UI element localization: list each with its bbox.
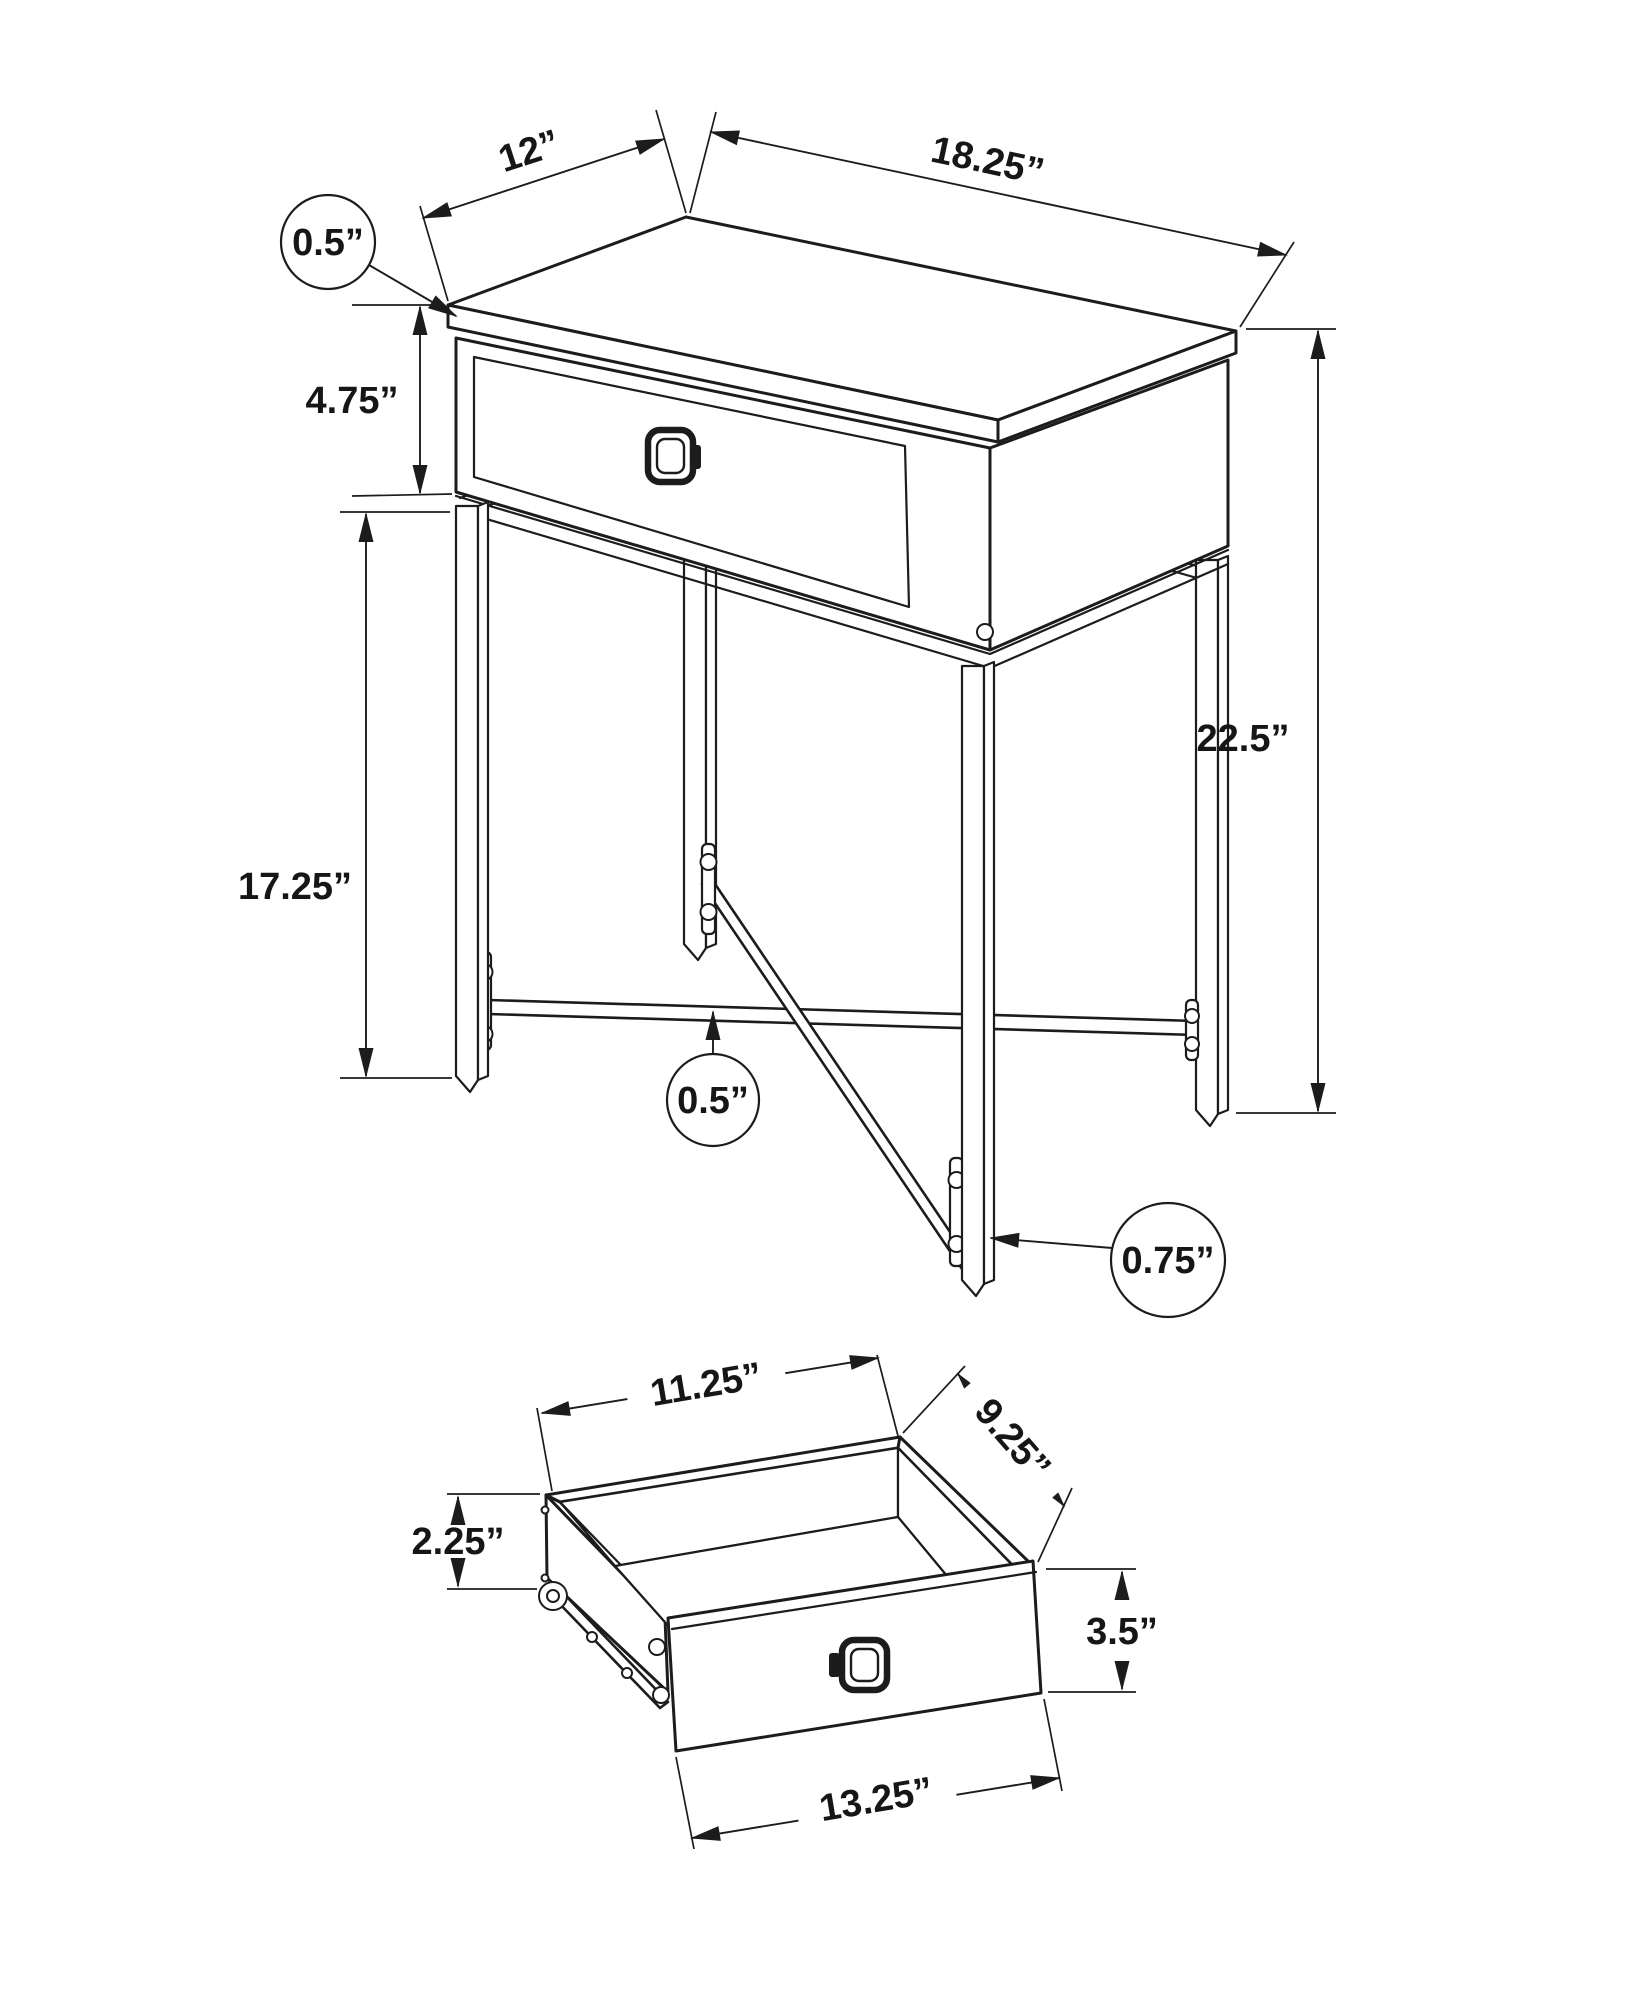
frame-front-rail <box>454 494 992 670</box>
wall-hole <box>540 1505 550 1515</box>
rail-hole <box>621 1667 633 1679</box>
screw-icon <box>699 853 718 871</box>
leg-front-right <box>960 664 986 1298</box>
dim-label-drawer-inner-width: 11.25” <box>647 1355 764 1415</box>
drawer-front-panel <box>472 355 911 609</box>
drawer-detail-view: 11.25” 9.25” 2.25” 3.5” <box>412 1349 1158 1850</box>
dim-drawer-side-height: 2.25” <box>412 1493 540 1590</box>
dim-label-leg-height: 17.25” <box>238 866 352 908</box>
leg-front-right-side <box>982 660 996 1286</box>
dim-table-top-thickness: 0.5” <box>279 193 458 318</box>
dim-label-leg-thickness: 0.75” <box>1122 1240 1215 1282</box>
dim-overall-height: 22.5” <box>1197 328 1336 1114</box>
screw-icon <box>1184 1036 1200 1052</box>
stretcher-flat-tube <box>486 998 1198 1037</box>
dim-cabinet-height: 4.75” <box>306 304 453 497</box>
dim-leg-height: 17.25” <box>238 511 452 1079</box>
cabinet-right-face <box>988 358 1230 652</box>
frame-right-rail <box>988 548 1230 670</box>
drawer-front-panel-top-edge <box>670 1570 1038 1631</box>
dim-label-overall-height: 22.5” <box>1197 718 1290 760</box>
screw-icon <box>699 903 718 921</box>
rail-screw-icon <box>546 1589 560 1603</box>
dim-label-drawer-front-width: 13.25” <box>816 1770 935 1830</box>
panel-hole <box>648 1638 666 1656</box>
panel-hole <box>652 1686 670 1704</box>
screw-icon <box>976 623 994 641</box>
dim-stretcher-thickness: 0.5” <box>665 1010 761 1148</box>
dim-label-table-width: 18.25” <box>927 129 1047 194</box>
rail-hole <box>586 1631 598 1643</box>
dim-label-stretcher-thickness: 0.5” <box>677 1080 749 1122</box>
dim-label-cabinet-height: 4.75” <box>306 380 399 422</box>
drawer-handle-icon <box>644 426 701 486</box>
dim-drawer-front-height: 3.5” <box>1046 1568 1158 1693</box>
table-top-right-edge <box>996 329 1238 444</box>
leg-back-right-side <box>1216 554 1230 1116</box>
dim-label-top-thickness: 0.5” <box>292 222 364 264</box>
leg-front-left <box>454 504 480 1094</box>
wall-hole <box>540 1573 550 1583</box>
table-assembled-view: 12” 18.25” 0.5” 4.75” 17.25” <box>238 109 1336 1319</box>
screw-icon <box>1184 1008 1200 1024</box>
drawer-front-panel-outer <box>666 1559 1043 1753</box>
leg-front-left-side <box>476 500 490 1082</box>
dim-leg-thickness: 0.75” <box>989 1201 1227 1319</box>
dim-label-drawer-front-height: 3.5” <box>1086 1611 1158 1653</box>
dim-label-table-depth: 12” <box>494 122 565 181</box>
dim-label-drawer-side-height: 2.25” <box>412 1521 505 1563</box>
drawer-handle-icon <box>829 1636 891 1694</box>
